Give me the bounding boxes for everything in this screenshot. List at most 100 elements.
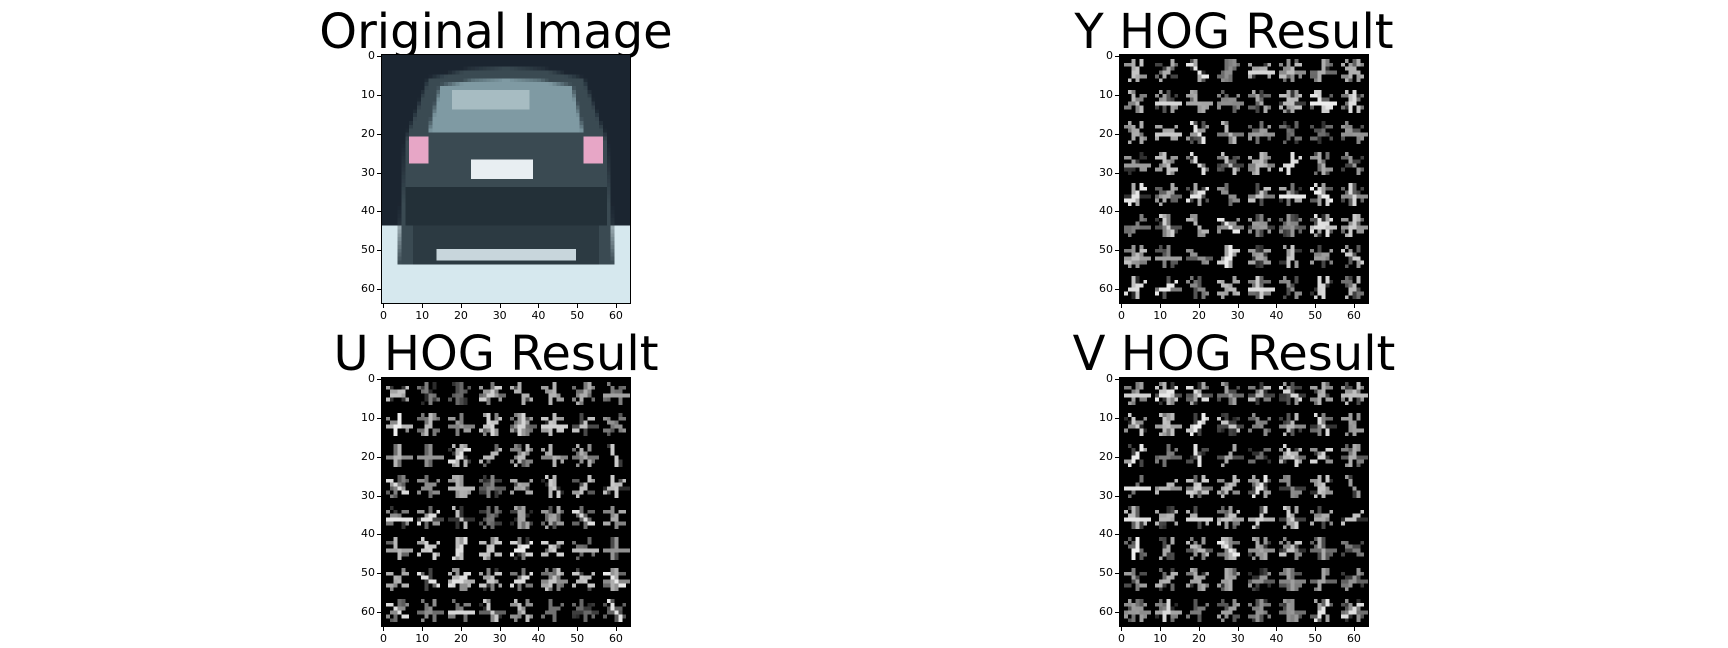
x-tick <box>615 627 617 631</box>
hog-image <box>381 377 631 627</box>
x-tick <box>383 627 385 631</box>
y-tick <box>377 573 381 575</box>
x-tick <box>538 627 540 631</box>
y-tick-label: 60 <box>1099 281 1113 295</box>
x-tick-label: 50 <box>1308 632 1323 645</box>
y-tick <box>1115 250 1119 252</box>
y-tick <box>377 172 381 174</box>
y-tick <box>1115 534 1119 536</box>
y-tick-label: 60 <box>361 604 375 618</box>
y-tick <box>1115 56 1119 58</box>
panel-title: U HOG Result <box>333 326 659 382</box>
y-tick <box>1115 288 1119 290</box>
y-tick <box>1115 133 1119 135</box>
x-tick-label: 40 <box>531 632 546 645</box>
x-tick-label: 50 <box>1308 309 1323 322</box>
y-tick <box>377 456 381 458</box>
x-tick-label: 10 <box>415 632 430 645</box>
x-tick-label: 60 <box>608 632 623 645</box>
x-tick-label: 20 <box>453 309 468 322</box>
x-tick-label: 40 <box>1269 309 1284 322</box>
x-tick-label: 30 <box>492 309 507 322</box>
y-tick-label: 40 <box>1099 527 1113 541</box>
y-tick-label: 20 <box>361 449 375 463</box>
x-tick-label: 20 <box>453 632 468 645</box>
y-tick-label: 20 <box>1099 449 1113 463</box>
panel-title: Y HOG Result <box>1074 4 1394 60</box>
x-tick-label: 60 <box>1346 309 1361 322</box>
x-tick-label: 30 <box>1230 632 1245 645</box>
x-tick <box>1276 627 1278 631</box>
y-tick-label: 0 <box>368 49 375 63</box>
y-tick <box>1115 611 1119 613</box>
y-tick-label: 30 <box>361 488 375 502</box>
x-tick <box>577 627 579 631</box>
y-tick-label: 10 <box>1099 411 1113 425</box>
y-tick-label: 50 <box>1099 243 1113 257</box>
x-tick <box>1198 304 1200 308</box>
x-tick-label: 0 <box>379 309 387 322</box>
y-tick <box>377 534 381 536</box>
x-tick-label: 0 <box>379 632 387 645</box>
y-tick-label: 50 <box>1099 566 1113 580</box>
y-tick <box>377 133 381 135</box>
x-tick-label: 30 <box>1230 309 1245 322</box>
y-tick <box>377 418 381 420</box>
y-tick <box>1115 379 1119 381</box>
y-tick-label: 50 <box>361 243 375 257</box>
x-tick <box>499 304 501 308</box>
x-tick-label: 50 <box>570 309 585 322</box>
hog-image <box>1119 377 1369 627</box>
x-tick <box>499 627 501 631</box>
y-tick-label: 60 <box>1099 604 1113 618</box>
y-tick <box>1115 172 1119 174</box>
y-tick-label: 10 <box>1099 88 1113 102</box>
y-tick <box>377 288 381 290</box>
y-tick <box>377 95 381 97</box>
x-tick <box>383 304 385 308</box>
original-car-image <box>381 54 631 304</box>
y-tick-label: 50 <box>361 566 375 580</box>
x-tick-label: 30 <box>492 632 507 645</box>
y-tick <box>1115 418 1119 420</box>
x-tick <box>1315 304 1317 308</box>
y-tick <box>377 495 381 497</box>
y-tick-label: 20 <box>361 126 375 140</box>
x-tick-label: 20 <box>1191 632 1206 645</box>
x-tick-label: 10 <box>1153 632 1168 645</box>
x-tick <box>460 304 462 308</box>
y-tick <box>377 211 381 213</box>
x-tick <box>577 304 579 308</box>
y-tick <box>377 611 381 613</box>
y-tick-label: 30 <box>1099 488 1113 502</box>
y-tick <box>1115 211 1119 213</box>
x-tick <box>1315 627 1317 631</box>
x-tick <box>1160 304 1162 308</box>
panel-title: Original Image <box>319 4 673 60</box>
y-tick-label: 20 <box>1099 126 1113 140</box>
x-tick <box>615 304 617 308</box>
y-tick-label: 30 <box>361 165 375 179</box>
x-tick <box>1160 627 1162 631</box>
x-tick-label: 10 <box>415 309 430 322</box>
y-tick <box>377 56 381 58</box>
y-tick <box>377 250 381 252</box>
y-tick-label: 60 <box>361 281 375 295</box>
x-tick <box>1198 627 1200 631</box>
x-tick <box>422 304 424 308</box>
x-tick-label: 60 <box>1346 632 1361 645</box>
y-tick-label: 0 <box>1106 372 1113 386</box>
x-tick-label: 50 <box>570 632 585 645</box>
x-tick <box>460 627 462 631</box>
y-tick <box>1115 95 1119 97</box>
y-tick-label: 10 <box>361 411 375 425</box>
y-tick <box>1115 573 1119 575</box>
y-tick <box>377 379 381 381</box>
x-tick <box>1237 304 1239 308</box>
y-tick-label: 40 <box>1099 204 1113 218</box>
x-tick-label: 20 <box>1191 309 1206 322</box>
x-tick <box>538 304 540 308</box>
hog-image <box>1119 54 1369 304</box>
y-tick <box>1115 456 1119 458</box>
x-tick <box>1353 304 1355 308</box>
